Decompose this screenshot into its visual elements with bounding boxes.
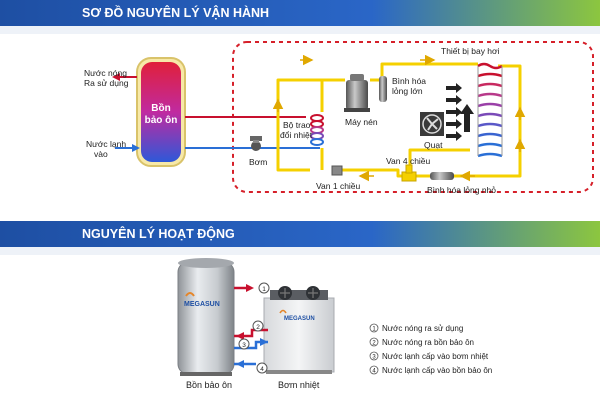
section-banner-operating-diagram: SƠ ĐỒ NGUYÊN LÝ VẬN HÀNH <box>0 0 600 34</box>
bottom-heat-pump-label: Bơm nhiệt <box>278 380 320 390</box>
marker-4-num: 4 <box>260 366 264 373</box>
legend-num-3: 3 <box>372 355 376 361</box>
heat-exchanger-coil <box>310 114 324 146</box>
legend-text-1: Nước nóng ra sử dụng <box>382 324 463 333</box>
bottom-pipe-arrows <box>236 284 268 368</box>
section-title-operating-diagram: SƠ ĐỒ NGUYÊN LÝ VẬN HÀNH <box>82 6 270 20</box>
refrigerant-flow-arrows <box>272 54 526 182</box>
marker-2-num: 2 <box>256 324 260 331</box>
pump-icon <box>250 136 262 151</box>
cold-water-in-arrow-icon <box>132 144 140 152</box>
legend-num-1: 1 <box>372 327 376 333</box>
legend-num-4: 4 <box>372 369 376 375</box>
liquid-receiver-icon <box>379 76 387 102</box>
airflow-arrows <box>446 83 462 141</box>
up-arrow-icon <box>460 104 474 132</box>
marker-3-num: 3 <box>242 342 246 349</box>
check-valve-icon <box>331 165 343 176</box>
heat-exchanger-label-2: đổi nhiệt <box>280 130 313 140</box>
storage-tank: Bồn bảo ôn <box>136 57 186 167</box>
evaporator-coil <box>477 62 503 158</box>
legend: 1 Nước nóng ra sử dụng 2 Nước nóng ra bồ… <box>369 323 492 375</box>
four-way-valve-icon <box>401 164 417 182</box>
legend-item-4: 4 Nước lạnh cấp vào bồn bảo ôn <box>369 365 492 375</box>
hot-water-out-label-1: Nước nóng <box>84 68 127 78</box>
marker-1-num: 1 <box>262 286 266 293</box>
hot-water-out-arrow-icon <box>112 73 120 81</box>
bottom-heat-pump <box>263 286 335 374</box>
bottom-tank-label: Bồn bảo ôn <box>186 380 232 390</box>
legend-item-3: 3 Nước lạnh cấp vào bơm nhiệt <box>369 351 489 361</box>
number-circle-icon-3: 3 <box>238 338 250 350</box>
storage-tank-label-2: bảo ôn <box>145 115 178 126</box>
legend-text-2: Nước nóng ra bồn bảo ôn <box>382 338 474 347</box>
cold-water-in-label-1: Nước lạnh <box>86 139 126 149</box>
bottom-pipes <box>234 286 268 366</box>
bottom-storage-tank <box>177 258 235 376</box>
fan-label: Quạt <box>424 140 443 150</box>
evaporator-label: Thiết bị bay hơi <box>441 46 500 56</box>
number-circle-icon-1: 1 <box>258 282 270 294</box>
bottom-tank-brand: MEGASUN <box>184 301 220 308</box>
number-circle-icon-4: 4 <box>256 362 268 374</box>
four-way-valve-label: Van 4 chiều <box>386 156 431 166</box>
liquid-receiver-label-2: lỏng lớn <box>392 86 423 96</box>
compressor-label: Máy nén <box>345 117 378 127</box>
pump-label: Bơm <box>249 157 267 167</box>
section-title-operating-principle: NGUYÊN LÝ HOẠT ĐỘNG <box>82 227 235 241</box>
liquid-receiver-label-1: Bình hóa <box>392 76 426 86</box>
legend-item-1: 1 Nước nóng ra sử dụng <box>369 323 463 333</box>
bottom-tank-logo: MEGASUN <box>184 292 220 308</box>
number-circle-icon-2: 2 <box>252 320 264 332</box>
legend-num-2: 2 <box>372 341 376 347</box>
refrigerant-loop <box>276 62 522 178</box>
heat-pump-boundary <box>232 41 594 193</box>
legend-item-2: 2 Nước nóng ra bồn bảo ôn <box>369 337 474 347</box>
bottom-heat-pump-logo: MEGASUN <box>279 309 315 322</box>
check-valve-label: Van 1 chiều <box>316 181 361 191</box>
legend-text-4: Nước lạnh cấp vào bồn bảo ôn <box>382 366 492 375</box>
small-liquid-receiver-label: Bình hóa lỏng nhỏ <box>427 185 496 195</box>
cold-water-in-label-2: vào <box>94 149 108 159</box>
compressor-icon <box>344 74 370 112</box>
section-banner-operating-principle: NGUYÊN LÝ HOẠT ĐỘNG <box>0 221 600 255</box>
bottom-heat-pump-brand: MEGASUN <box>284 316 315 322</box>
legend-text-3: Nước lạnh cấp vào bơm nhiệt <box>382 352 489 361</box>
small-liquid-receiver-icon <box>430 172 454 180</box>
hot-water-out-label-2: Ra sử dụng <box>84 78 129 88</box>
fan-icon <box>420 112 444 136</box>
storage-tank-label-1: Bồn <box>151 102 170 114</box>
heat-exchanger-label-1: Bộ trao <box>283 120 311 130</box>
